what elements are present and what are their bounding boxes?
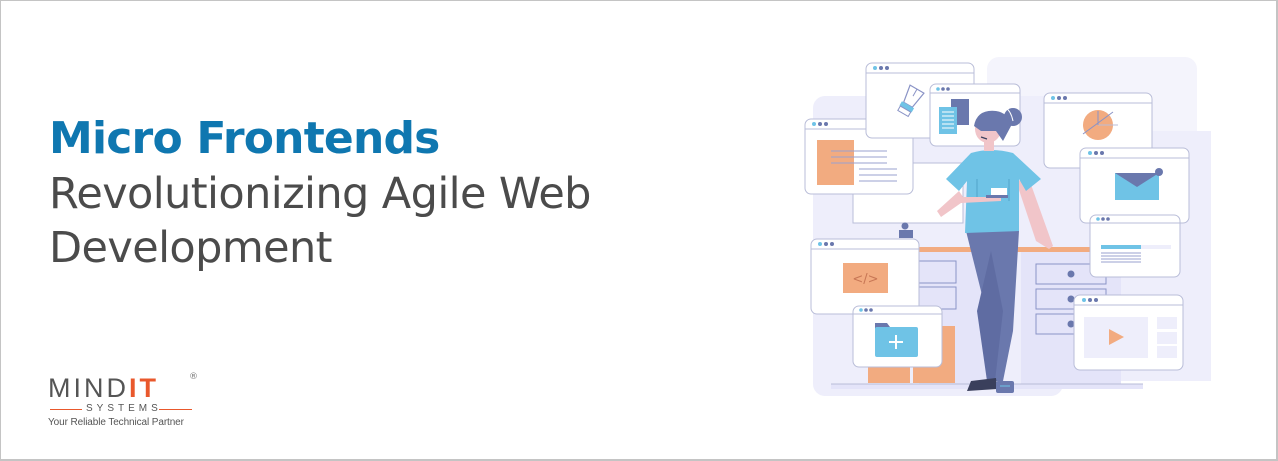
logo-word-it: IT bbox=[129, 373, 159, 403]
window-code: </> bbox=[810, 238, 920, 315]
page-title: Micro Frontends bbox=[49, 113, 440, 164]
subtitle-line-2: Development bbox=[49, 223, 332, 273]
play-icon bbox=[1109, 329, 1124, 345]
folder-plus-icon bbox=[875, 323, 918, 357]
logo-wordmark: MINDIT bbox=[48, 374, 159, 402]
logo-rule-right bbox=[159, 409, 192, 410]
code-icon: </> bbox=[852, 272, 878, 287]
registered-mark: ® bbox=[189, 372, 198, 382]
pen-nib-icon bbox=[897, 84, 925, 118]
window-video bbox=[1073, 294, 1184, 371]
logo-word-mind: MIND bbox=[48, 373, 129, 403]
logo-rule-left bbox=[50, 409, 82, 410]
logo-systems: SYSTEMS bbox=[48, 403, 193, 415]
hero-illustration: </> bbox=[791, 51, 1211, 411]
progress-bar-icon bbox=[1101, 245, 1141, 249]
window-folder-add bbox=[852, 305, 943, 368]
logo-systems-text: SYSTEMS bbox=[86, 403, 162, 414]
headline: Micro Frontends Revolutionizing Agile We… bbox=[49, 111, 591, 275]
window-mail bbox=[1079, 147, 1190, 224]
envelope-icon bbox=[1115, 168, 1163, 200]
company-logo: MINDIT ® SYSTEMS Your Reliable Technical… bbox=[48, 372, 208, 434]
window-progress bbox=[1089, 214, 1181, 278]
subtitle-line-1: Revolutionizing Agile Web bbox=[49, 169, 591, 219]
logo-tagline: Your Reliable Technical Partner bbox=[48, 417, 184, 428]
person-figure bbox=[937, 106, 1053, 393]
